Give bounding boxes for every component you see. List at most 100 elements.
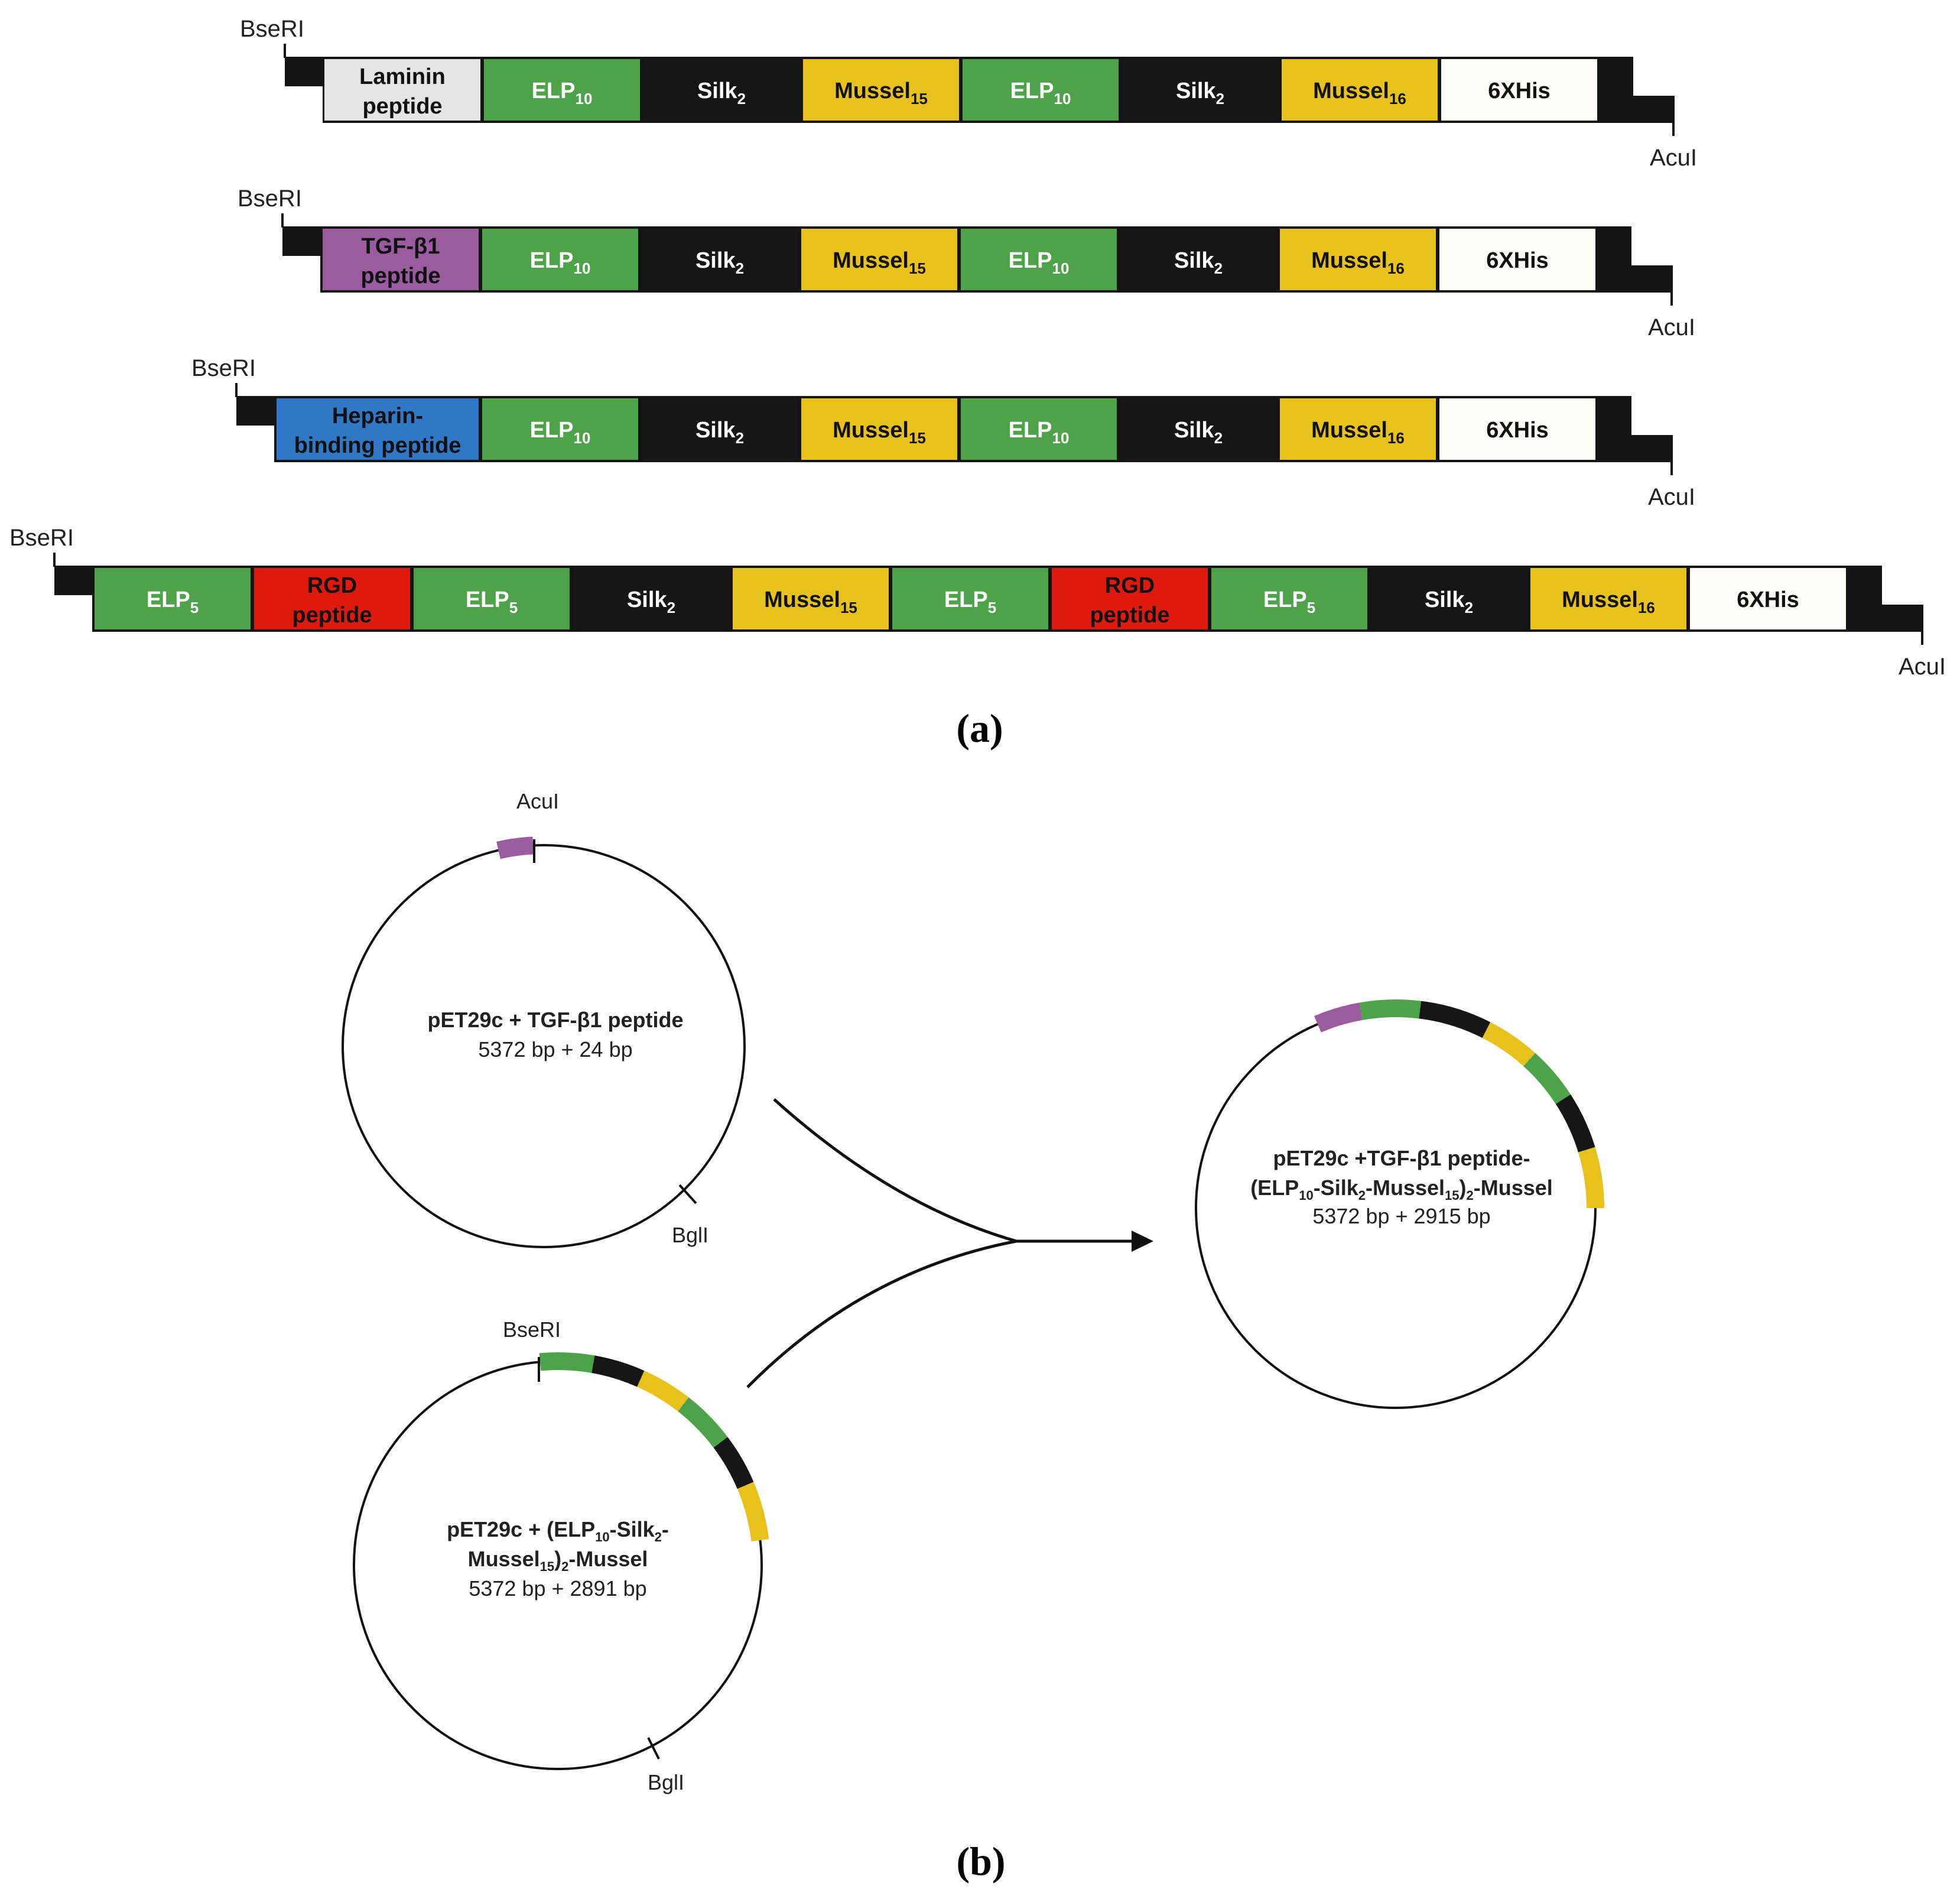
segment-block — [1211, 568, 1367, 629]
plasmid-elp: BseRI BglI pET29c + (ELP10-Silk2-Mussel1… — [353, 1317, 769, 1794]
segment-block — [801, 229, 957, 290]
segment-mussel: Mussel16 — [1530, 568, 1686, 629]
insert-arc-elp — [677, 1397, 728, 1448]
segment-mussel: Mussel16 — [1282, 59, 1438, 121]
bgli-site-label: BglI — [672, 1223, 708, 1247]
segment-elp: ELP10 — [482, 398, 638, 460]
segment-heparin-binding-peptide: Heparin-binding peptide — [277, 398, 479, 460]
segment-block — [1122, 59, 1278, 121]
plasmid-title-line: (ELP10-Silk2-Mussel15)2-Mussel — [1250, 1176, 1553, 1203]
plasmid-elp-size: 5372 bp + 2891 bp — [469, 1576, 646, 1601]
segment-block — [892, 568, 1048, 629]
segment-block — [642, 398, 798, 460]
segment-block — [803, 59, 959, 121]
segment-tgf-1-peptide: TGF-β1 peptide — [323, 229, 479, 290]
segment-block — [1282, 59, 1438, 121]
insert-arc-mussel — [737, 1482, 769, 1542]
segment-block — [1530, 568, 1686, 629]
segment-label-line-1: RGD — [1105, 573, 1155, 598]
segment-block — [1439, 398, 1595, 460]
segment-block — [323, 229, 479, 290]
segment-block — [643, 59, 799, 121]
segment-block — [1690, 568, 1846, 629]
segment-silk: Silk2 — [642, 229, 798, 290]
segment-elp: ELP10 — [961, 398, 1117, 460]
insert-arc-silk — [1419, 1001, 1491, 1038]
segment-mussel: Mussel15 — [803, 59, 959, 121]
segment-block — [961, 398, 1117, 460]
panel-a-caption: (a) — [956, 706, 1003, 751]
segment-label: ELP5 — [944, 587, 996, 616]
segment-silk: Silk2 — [1120, 229, 1276, 290]
segment-label-line-2: peptide — [362, 94, 442, 119]
acui-site-label: AcuI — [1899, 654, 1946, 680]
segment-block — [642, 229, 798, 290]
segment-label-line-2: peptide — [292, 603, 372, 628]
segment-mussel: Mussel15 — [733, 568, 889, 629]
plasmid-tgf-size: 5372 bp + 24 bp — [478, 1037, 632, 1062]
segment-block — [573, 568, 729, 629]
segment-block — [414, 568, 570, 629]
segment-label-line-1: Laminin — [359, 64, 446, 89]
segment-elp: ELP5 — [892, 568, 1048, 629]
segment-elp: ELP5 — [414, 568, 570, 629]
arrow-curve-bottom — [746, 1239, 1017, 1388]
segment-label-line-1: TGF-β1 — [362, 234, 440, 259]
segment-elp: ELP10 — [482, 229, 638, 290]
segment-label: 6XHis — [1486, 418, 1549, 443]
segment-laminin-peptide: Laminin peptide — [324, 59, 480, 121]
bseri-site-label: BseRI — [191, 355, 256, 381]
segment-label: 6XHis — [1488, 79, 1551, 103]
segment-silk: Silk2 — [1371, 568, 1527, 629]
segment-elp: ELP5 — [95, 568, 251, 629]
segment-label-line-2: peptide — [360, 264, 440, 288]
segment-block — [1280, 398, 1436, 460]
insert-arc-elp — [1359, 999, 1422, 1020]
segment-elp: ELP10 — [961, 229, 1117, 290]
segment-silk: Silk2 — [1120, 398, 1276, 460]
segment-mussel: Mussel16 — [1280, 229, 1436, 290]
segment-label-line-2: binding peptide — [294, 433, 461, 458]
segment-block — [1120, 229, 1276, 290]
insert-arc-mussel — [1482, 1022, 1536, 1067]
segment-elp: ELP5 — [1211, 568, 1367, 629]
plasmid-elp-title: pET29c + (ELP10-Silk2-Mussel15)2-Mussel — [447, 1517, 669, 1574]
ligation-arrow — [746, 1098, 1153, 1388]
segment-mussel: Mussel15 — [801, 398, 957, 460]
panel-b-caption: (b) — [956, 1839, 1005, 1884]
segment-6xhis: 6XHis — [1439, 398, 1595, 460]
insert-arc-elp — [539, 1352, 595, 1374]
plasmid-tgf-backbone — [342, 844, 746, 1248]
insert-arc-tgf — [496, 836, 534, 859]
arrow-curve-top — [773, 1098, 1017, 1243]
insert-arc-mussel — [1578, 1147, 1604, 1209]
segment-silk: Silk2 — [573, 568, 729, 629]
segment-block — [95, 568, 251, 629]
plasmid-elp-insert — [539, 1352, 769, 1542]
segment-block — [482, 398, 638, 460]
segment-block — [1371, 568, 1527, 629]
segment-block — [801, 398, 957, 460]
segment-block — [482, 229, 638, 290]
plasmid-title-line: pET29c + (ELP10-Silk2- — [447, 1517, 669, 1544]
plasmid-product-size: 5372 bp + 2915 bp — [1312, 1204, 1490, 1228]
segment-block — [1052, 568, 1208, 629]
insert-arc-tgf — [1314, 1002, 1363, 1033]
segment-elp: ELP10 — [963, 59, 1119, 121]
segment-elp: ELP10 — [484, 59, 640, 121]
segment-silk: Silk2 — [1122, 59, 1278, 121]
acui-site-label: AcuI — [1648, 484, 1695, 510]
segment-block — [484, 59, 640, 121]
segment-block — [1441, 59, 1597, 121]
segment-block — [1120, 398, 1276, 460]
segment-label: ELP5 — [147, 587, 199, 616]
segment-label-line-1: RGD — [307, 573, 357, 598]
segment-label: Silk2 — [697, 79, 746, 108]
segment-6xhis: 6XHis — [1439, 229, 1595, 290]
